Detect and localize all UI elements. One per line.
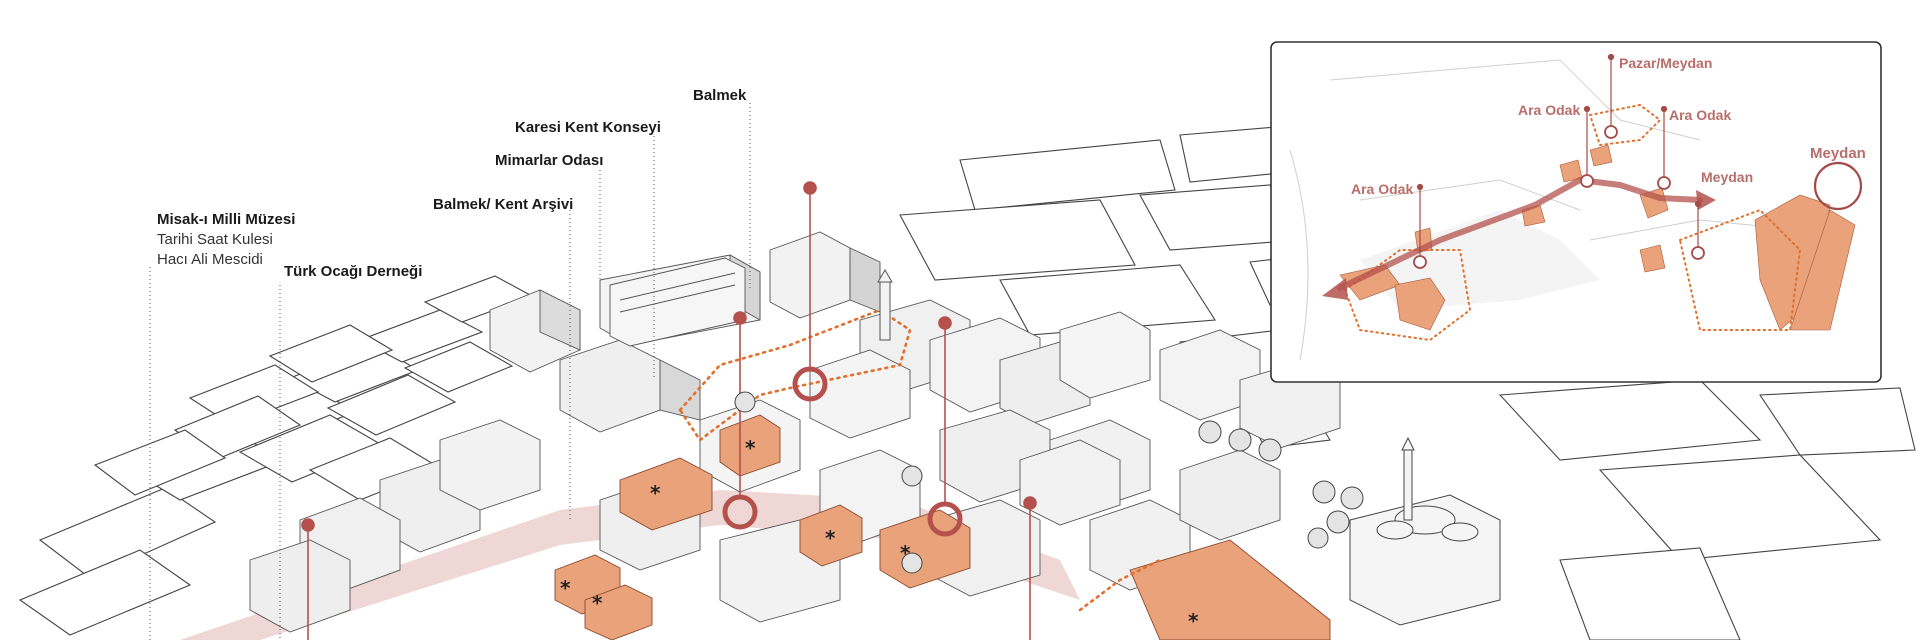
- svg-text:*: *: [592, 591, 603, 615]
- highlighted-buildings: [554, 414, 1331, 640]
- inset-route-arrow: [1337, 176, 1703, 291]
- svg-text:*: *: [560, 576, 571, 600]
- inset-rings: [1413, 125, 1705, 269]
- svg-text:*: *: [745, 436, 756, 460]
- right-streets: [1498, 379, 1916, 640]
- inset-label-pazar-meydan: Pazar/Meydan: [1619, 55, 1713, 71]
- inset-label-meydan-right: Meydan: [1810, 145, 1866, 162]
- label-mimarlar-odasi: Mimarlar Odası: [495, 152, 604, 169]
- label-haci-ali-mescidi: Hacı Ali Mescidi: [157, 251, 263, 268]
- inset-map: [1270, 41, 1882, 383]
- svg-text:*: *: [1188, 609, 1199, 633]
- trees: [734, 391, 1364, 574]
- asterisk-markers: * * * * * * *: [560, 436, 1199, 633]
- inset-label-meydan-mid: Meydan: [1701, 169, 1754, 185]
- inset-meydan-ring: [1813, 161, 1863, 211]
- inset-arrow-head-right: [1696, 190, 1716, 210]
- label-leaders: [149, 103, 751, 640]
- svg-text:*: *: [825, 526, 836, 550]
- label-karesi-kent-konseyi: Karesi Kent Konseyi: [515, 119, 661, 136]
- long-building: [609, 257, 746, 347]
- label-balmek-kent-arsivi: Balmek/ Kent Arşivi: [433, 196, 574, 213]
- inset-label-ara-odak-top: Ara Odak: [1518, 102, 1581, 118]
- inset-areas: [1339, 144, 1856, 331]
- svg-text:*: *: [650, 481, 661, 505]
- svg-text:*: *: [900, 541, 911, 565]
- mosque: [1349, 436, 1501, 626]
- street-grid: [18, 275, 534, 636]
- inset-pins: [1416, 53, 1702, 260]
- label-balmek: Balmek: [693, 87, 747, 104]
- inset-label-ara-odak-right: Ara Odak: [1669, 107, 1732, 123]
- clock-tower: [877, 269, 893, 341]
- dotted-boundaries: [678, 308, 1162, 612]
- inset-label-ara-odak-left: Ara Odak: [1351, 181, 1414, 197]
- label-misak-i-milli-muzesi: Misak-ı Milli Müzesi: [157, 211, 296, 228]
- label-tarihi-saat-kulesi: Tarihi Saat Kulesi: [157, 231, 273, 248]
- label-turk-ocagi-dernegi: Türk Ocağı Derneği: [284, 263, 423, 280]
- inset-arrow-head-left: [1322, 278, 1348, 300]
